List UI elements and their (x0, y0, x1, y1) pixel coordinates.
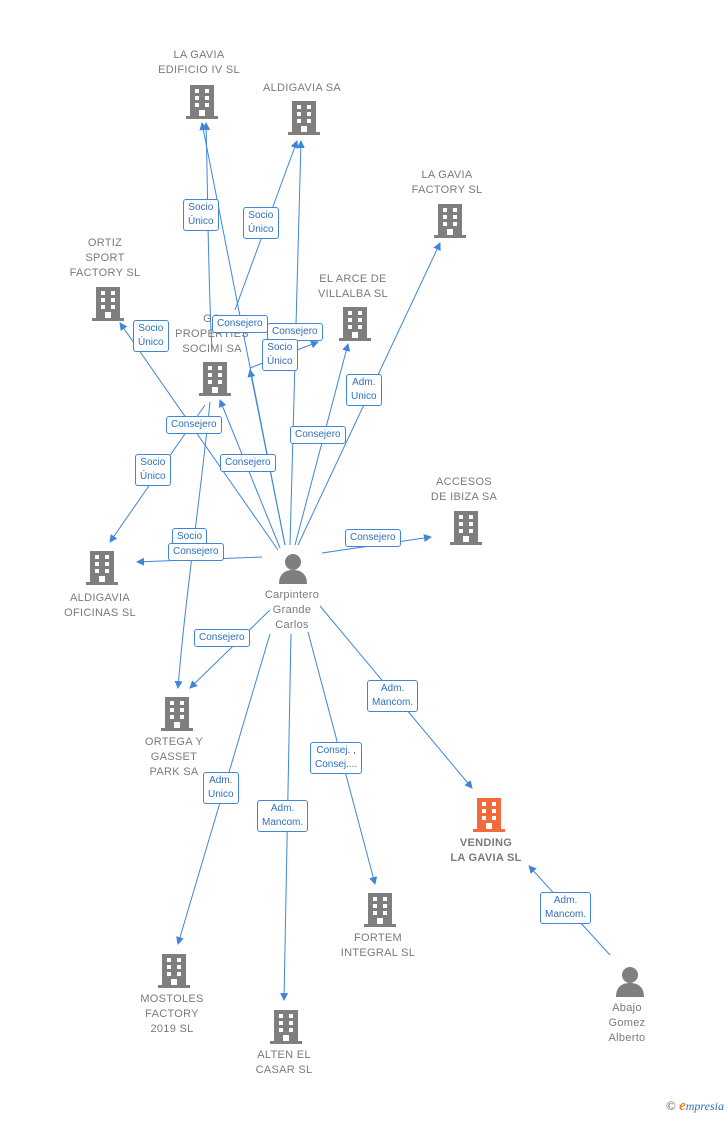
node-label: VENDING LA GAVIA SL (450, 837, 522, 864)
node-carpintero[interactable]: Carpintero Grande Carlos (232, 588, 352, 633)
edge-carpintero-go-properties (218, 399, 281, 549)
node-ortiz-sport[interactable]: ORTIZ SPORT FACTORY SL (45, 236, 165, 281)
edge-label-adm-unico[interactable]: Adm. Unico (203, 772, 239, 804)
building-icon[interactable] (364, 893, 396, 932)
node-aldigavia[interactable]: ALDIGAVIA SA (242, 81, 362, 96)
node-la-gavia-edificio[interactable]: LA GAVIA EDIFICIO IV SL (139, 48, 259, 78)
edge-label-consejero[interactable]: Consejero (345, 529, 401, 547)
node-ortega-gasset[interactable]: ORTEGA Y GASSET PARK SA (114, 735, 234, 780)
building-icon[interactable] (473, 798, 505, 837)
node-label: ACCESOS DE IBIZA SA (430, 476, 498, 503)
building-icon[interactable] (270, 1010, 302, 1049)
edge-label-adm-unico[interactable]: Adm. Unico (346, 374, 382, 406)
edge-carpintero-el-arce (294, 343, 351, 546)
building-icon[interactable] (339, 307, 371, 346)
node-label: ORTEGA Y GASSET PARK SA (144, 736, 204, 778)
edge-label-consejero[interactable]: Consejero (212, 315, 268, 333)
edge-label-socio-unico[interactable]: Socio Único (262, 339, 298, 371)
node-label: FORTEM INTEGRAL SL (340, 932, 416, 959)
node-mostoles[interactable]: MOSTOLES FACTORY 2019 SL (112, 992, 232, 1037)
node-label: EL ARCE DE VILLALBA SL (318, 273, 388, 300)
copyright-icon: © (665, 1098, 676, 1113)
node-aldigavia-oficinas[interactable]: ALDIGAVIA OFICINAS SL (40, 591, 160, 621)
edge-go-la-gavia-edificio (202, 122, 213, 351)
node-fortem[interactable]: FORTEM INTEGRAL SL (318, 931, 438, 961)
edge-carpintero-ortega (189, 609, 271, 689)
edge-carpintero-ortiz (119, 322, 279, 551)
building-icon[interactable] (450, 511, 482, 550)
node-abajo[interactable]: Abajo Gomez Alberto (567, 1001, 687, 1046)
building-icon[interactable] (86, 551, 118, 590)
edge-label-socio-unico[interactable]: Socio Único (243, 207, 279, 239)
edge-label-consejero[interactable]: Consejero (194, 629, 250, 647)
node-label: ALDIGAVIA OFICINAS SL (64, 592, 136, 619)
building-icon[interactable] (92, 287, 124, 326)
building-icon[interactable] (288, 101, 320, 140)
node-vending[interactable]: VENDING LA GAVIA SL (426, 836, 546, 866)
brand-logo-initial: e (679, 1098, 686, 1114)
edge-label-socio-unico[interactable]: Socio Único (183, 199, 219, 231)
edge-label-socio-unico[interactable]: Socio Único (133, 320, 169, 352)
building-icon[interactable] (199, 362, 231, 401)
edge-label-adm-mancom[interactable]: Adm. Mancom. (367, 680, 419, 712)
node-label: Carpintero Grande Carlos (264, 589, 320, 631)
edge-label-consejero[interactable]: Consejero (290, 426, 346, 444)
node-la-gavia-factory[interactable]: LA GAVIA FACTORY SL (387, 168, 507, 198)
node-accesos-ibiza[interactable]: ACCESOS DE IBIZA SA (404, 475, 524, 505)
edge-label-socio-unico[interactable]: Socio Único (135, 454, 171, 486)
edge-label-consejero[interactable]: Consejero (166, 416, 222, 434)
brand-logo-text: mpresia (685, 1099, 724, 1113)
node-el-arce[interactable]: EL ARCE DE VILLALBA SL (293, 272, 413, 302)
edge-label-consej-consej[interactable]: Consej. , Consej.... (310, 742, 363, 774)
edge-label-adm-mancom[interactable]: Adm. Mancom. (257, 800, 309, 832)
building-icon[interactable] (158, 954, 190, 993)
node-label: ALTEN EL CASAR SL (255, 1049, 313, 1076)
node-label: Abajo Gomez Alberto (608, 1002, 646, 1044)
edge-label-consejero[interactable]: Consejero (168, 543, 224, 561)
building-icon[interactable] (434, 204, 466, 243)
node-label: LA GAVIA FACTORY SL (411, 169, 483, 196)
node-label: LA GAVIA EDIFICIO IV SL (158, 49, 240, 76)
person-icon[interactable] (615, 966, 645, 1003)
footer-brand: © empresia (666, 1098, 724, 1115)
edge-label-adm-mancom[interactable]: Adm. Mancom. (540, 892, 592, 924)
building-icon[interactable] (186, 85, 218, 124)
node-alten[interactable]: ALTEN EL CASAR SL (224, 1048, 344, 1078)
node-label: ALDIGAVIA SA (263, 82, 341, 94)
node-label: ORTIZ SPORT FACTORY SL (69, 237, 141, 279)
node-label: MOSTOLES FACTORY 2019 SL (140, 993, 204, 1035)
building-icon[interactable] (161, 697, 193, 736)
edge-label-consejero[interactable]: Consejero (220, 454, 276, 472)
person-icon[interactable] (278, 553, 308, 590)
